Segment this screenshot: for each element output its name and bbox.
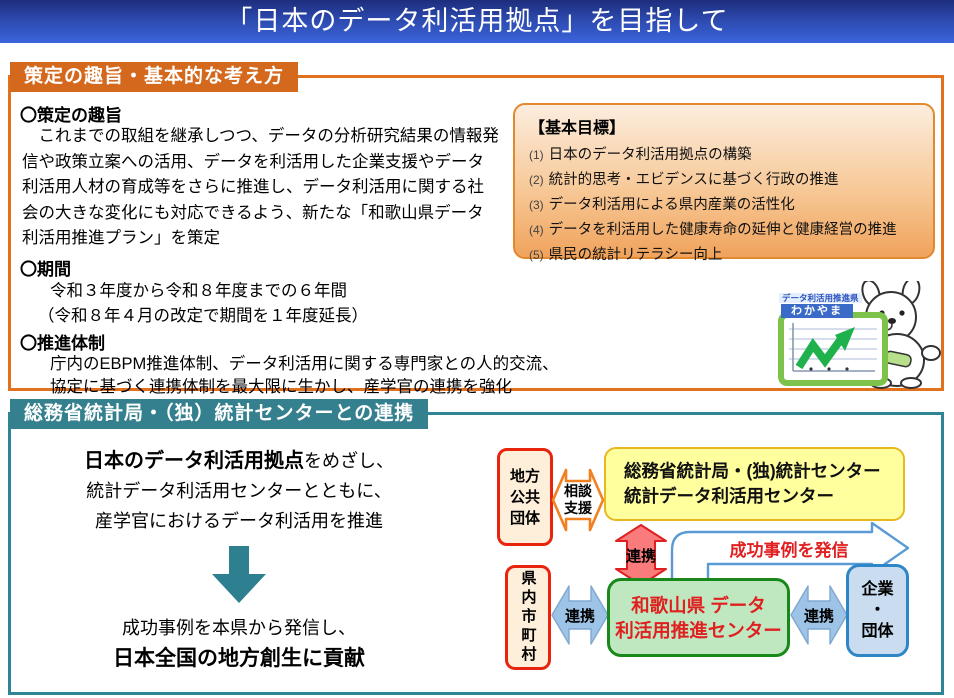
wakayama-data-center-box: 和歌山県 データ 利活用推進センター (607, 578, 790, 657)
wakayama-mascot: データ利活用推進県 わかやま (773, 277, 943, 389)
goal-item-1: (1) 日本のデータ利活用拠点の構築 (529, 143, 919, 168)
purpose-heading: 〇策定の趣旨 (20, 106, 122, 125)
local-gov-line2: 公共 (509, 488, 540, 506)
goal-text-2: 統計的思考・エビデンスに基づく行政の推進 (548, 172, 839, 188)
basic-goals-box: 【基本目標】 (1) 日本のデータ利活用拠点の構築 (2) 統計的思考・エビデンスに… (513, 103, 935, 263)
companies-line3: 団体 (861, 623, 894, 640)
companies-line1: 企業 (861, 581, 894, 598)
goal-text-3: データ利活用による県内産業の活性化 (548, 197, 795, 213)
basic-goals-title: 【基本目標】 (529, 120, 626, 137)
local-gov-line1: 地方 (509, 467, 540, 485)
municipalities-box: 県内市町村 (505, 565, 551, 670)
cooperation-left-label: 連携 (564, 607, 595, 625)
goal-text-5: 県民の統計リテラシー向上 (548, 247, 723, 263)
mascot-dog-icon (778, 277, 941, 389)
lead-line2: 統計データ利活用センターとともに、 (86, 481, 392, 501)
local-gov-line3: 団体 (509, 509, 540, 527)
consult-support-arrow: 相談 支援 (551, 460, 605, 540)
down-arrow-icon (212, 546, 266, 603)
goal-item-3: (3) データ利活用による県内産業の活性化 (529, 193, 919, 218)
lead-line3: 産学官におけるデータ利活用を推進 (95, 511, 383, 531)
cooperation-right-label: 連携 (803, 607, 834, 625)
consult-line2: 支援 (564, 500, 592, 516)
lead-line1-rest: をめざし、 (304, 451, 394, 471)
cooperation-vertical-label: 連携 (625, 547, 656, 565)
lead-line1: 日本のデータ利活用拠点をめざし、 (16, 444, 462, 473)
period-heading: 〇期間 (20, 260, 71, 279)
section-cooperation-header: 総務省統計局・（独）統計センターとの連携 (10, 399, 429, 429)
stat-center-line2: 統計データ利活用センター (624, 486, 834, 506)
purpose-body: これまでの取組を継承しつつ、データの分析研究結果の情報発信や政策立案への活用、デ… (22, 127, 499, 247)
companies-box: 企業 ・ 団体 (846, 564, 909, 657)
double-arrow-horizontal-icon (551, 468, 605, 532)
framework-line1: 庁内のEBPM推進体制、データ利活用に関する専門家との人的交流、 (50, 355, 559, 373)
period-line1: 令和３年度から令和８年度までの６年間 (50, 282, 347, 300)
outcome-line2: 日本全国の地方創生に貢献 (113, 647, 365, 670)
mascot-label-bottom: わかやま (781, 304, 853, 318)
cooperation-arrow-left: 連携 (551, 580, 609, 650)
framework-heading: 〇推進体制 (20, 334, 105, 353)
page-title: 「日本のデータ利活用拠点」を目指して (0, 0, 954, 43)
wakayama-line1: 和歌山県 データ (631, 594, 766, 616)
success-broadcast-label: 成功事例を発信 (729, 541, 849, 560)
period-line2: （令和８年４月の改定で期間を１年度延長） (38, 307, 368, 325)
goal-num-3: (3) (529, 198, 544, 212)
goal-num-5: (5) (529, 248, 544, 262)
municipalities-label: 県内市町村 (519, 570, 537, 665)
cooperation-lead-block: 日本のデータ利活用拠点をめざし、 統計データ利活用センターとともに、 産学官にお… (16, 444, 462, 672)
wakayama-line2: 利活用推進センター (615, 619, 782, 641)
companies-line2: ・ (869, 602, 886, 619)
goal-num-4: (4) (529, 223, 544, 237)
consult-support-label: 相談 支援 (551, 460, 605, 540)
section-policy-header: 策定の趣旨・基本的な考え方 (10, 62, 299, 92)
goal-item-4: (4) データを利活用した健康寿命の延伸と健康経営の推進 (529, 218, 919, 243)
success-broadcast-arrow: 成功事例を発信 (650, 521, 916, 594)
goal-text-1: 日本のデータ利活用拠点の構築 (548, 147, 752, 163)
goal-num-1: (1) (529, 148, 544, 162)
goal-text-4: データを利活用した健康寿命の延伸と健康経営の推進 (548, 222, 897, 238)
goal-item-2: (2) 統計的思考・エビデンスに基づく行政の推進 (529, 168, 919, 193)
consult-line1: 相談 (564, 483, 592, 499)
local-government-box: 地方 公共 団体 (497, 448, 553, 546)
mascot-label-top: データ利活用推進県 (779, 293, 862, 303)
cooperation-arrow-right: 連携 (790, 580, 848, 650)
goal-num-2: (2) (529, 173, 544, 187)
lead-line1-bold: 日本のデータ利活用拠点 (84, 450, 304, 472)
outcome-line1: 成功事例を本県から発信し、 (122, 618, 356, 638)
goal-item-5: (5) 県民の統計リテラシー向上 (529, 243, 919, 268)
stat-bureau-center-box: 総務省統計局・(独)統計センター 統計データ利活用センター (604, 447, 905, 521)
stat-center-line1: 総務省統計局・(独)統計センター (624, 461, 881, 481)
framework-line2: 協定に基づく連携体制を最大限に生かし、産学官の連携を強化 (50, 378, 512, 396)
